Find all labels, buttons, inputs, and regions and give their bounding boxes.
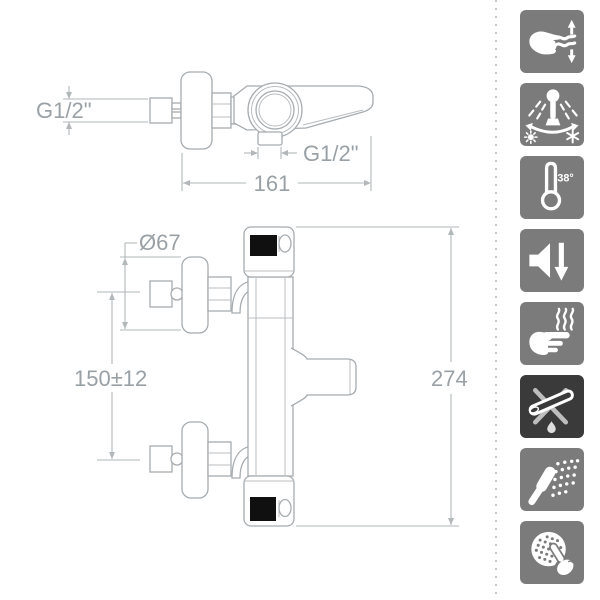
handle-window-bottom — [250, 497, 276, 521]
hand-heat-icon — [529, 307, 575, 356]
feature-icon-column: 38° — [520, 10, 584, 584]
escutcheon-upper — [181, 256, 209, 334]
crossed-pipe-drop-icon — [528, 387, 574, 434]
feature-icon-push-spray — [520, 521, 584, 584]
mixer-body-front — [247, 276, 294, 477]
spray-hot-cold-icon — [523, 89, 580, 145]
shower-outlet-top — [257, 131, 283, 146]
hex-nut-upper — [207, 276, 232, 312]
hand-shower-spray-icon — [528, 459, 580, 506]
spout-front — [290, 347, 357, 407]
feature-icon-anti-drip — [520, 375, 584, 438]
hex-nut-lower — [207, 441, 232, 477]
wall-union-top — [149, 97, 173, 124]
press-shower-face-icon — [531, 531, 577, 578]
escutcheon-top — [180, 71, 213, 150]
temperature-limit-label: 38° — [557, 173, 573, 185]
wall-union-lower — [149, 445, 173, 473]
snowflake-icon — [566, 128, 580, 144]
safety-button-top — [278, 234, 292, 253]
feature-icon-hand-shower — [520, 448, 584, 511]
dimension-annotations: G1/2" 161 G1/2" Ø67 — [36, 86, 468, 527]
wall-union-upper — [149, 280, 173, 308]
feature-icon-flow-adjustment — [520, 10, 584, 73]
feature-icon-thermostatic-limit: 38° — [520, 156, 584, 219]
dim-label-height: 274 — [431, 366, 468, 391]
dashed-divider — [495, 0, 497, 600]
safety-button-bottom — [278, 498, 292, 518]
dim-label-outlet-thread: G1/2" — [303, 141, 359, 166]
speaker-down-icon — [529, 242, 569, 281]
dim-label-inlet-spacing: 150±12 — [74, 366, 147, 391]
thermometer-icon: 38° — [540, 161, 574, 211]
dim-label-wall-thread: G1/2" — [36, 98, 92, 123]
feature-icon-low-noise — [520, 229, 584, 292]
hex-nut-top — [211, 92, 232, 129]
dim-label-depth: 161 — [254, 171, 291, 196]
feature-icon-temperature-mixing — [520, 83, 584, 146]
escutcheon-lower — [181, 421, 209, 499]
top-view — [149, 71, 374, 150]
dim-label-flange-diameter: Ø67 — [139, 230, 181, 255]
feature-icon-cool-touch — [520, 302, 584, 365]
handle-window-top — [250, 235, 277, 256]
hand-flow-arrow-icon — [529, 19, 577, 64]
front-view — [149, 226, 357, 527]
